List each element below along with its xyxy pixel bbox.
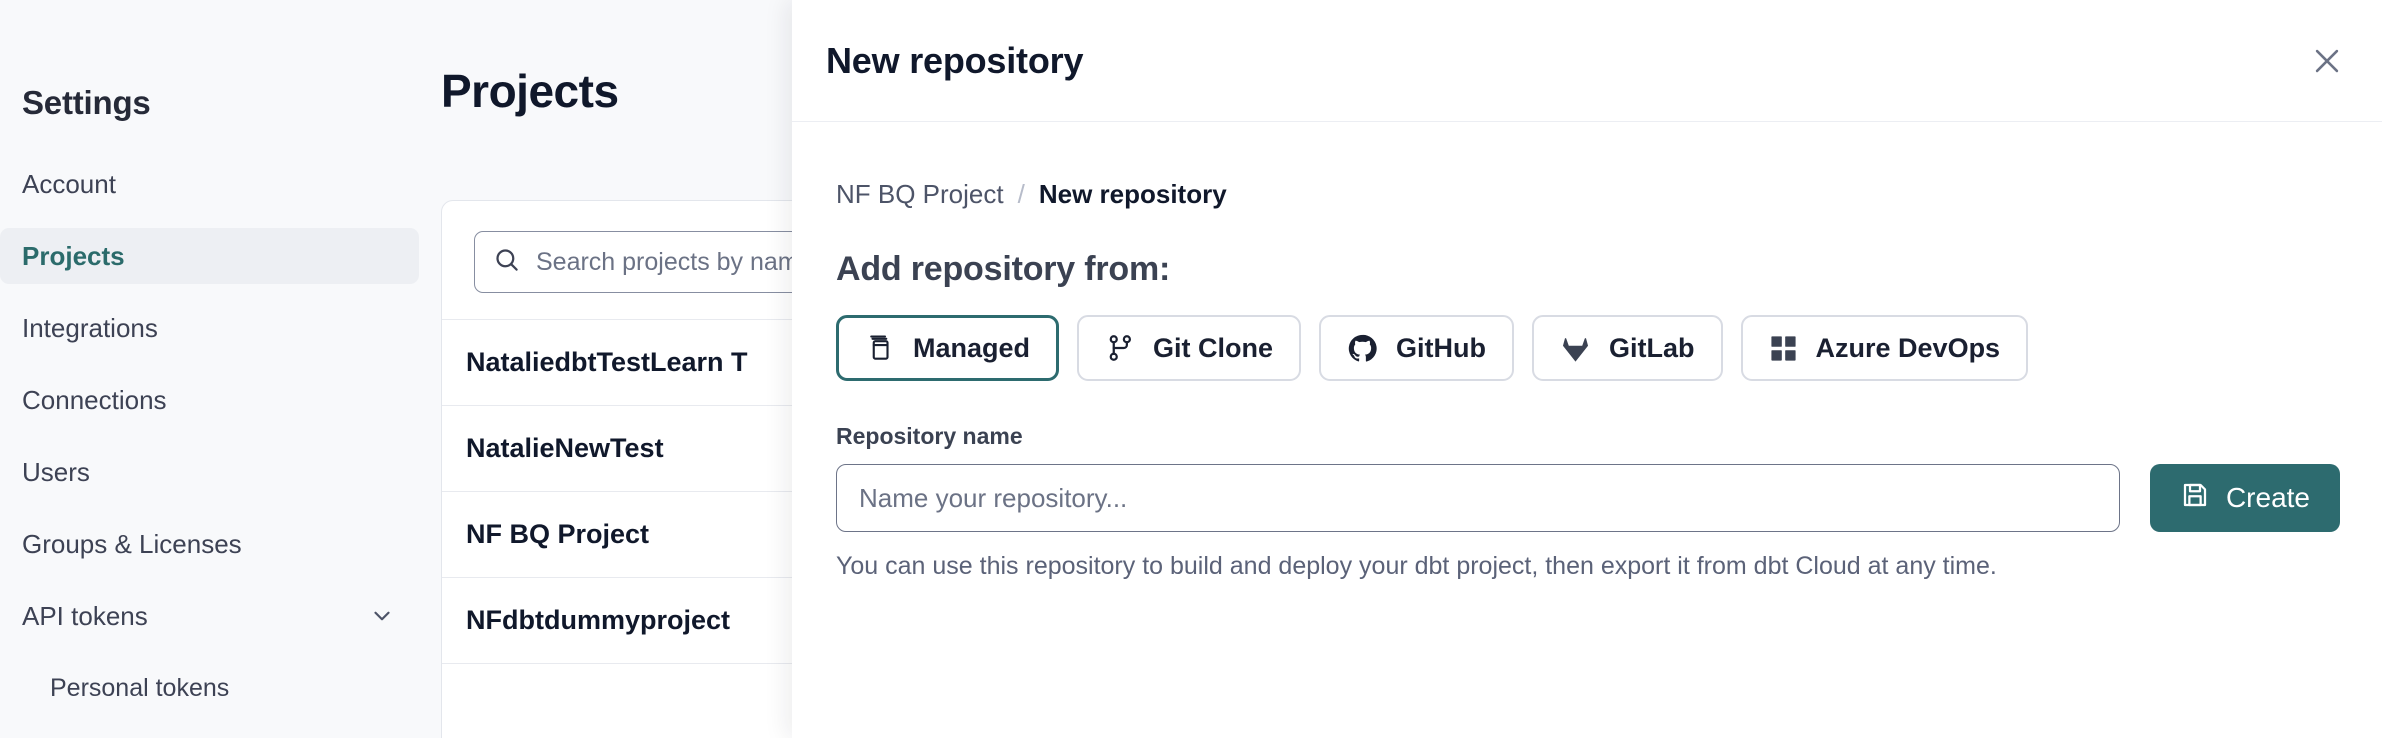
source-button-label: Managed: [913, 332, 1031, 363]
modal-title: New repository: [826, 39, 1084, 81]
repository-name-row: Create: [836, 464, 2340, 532]
sidebar-item-users[interactable]: Users: [0, 444, 419, 500]
source-button-label: Azure DevOps: [1815, 332, 2001, 363]
repository-source-options: Managed Git Clone: [836, 315, 2340, 381]
sidebar-item-connections[interactable]: Connections: [0, 372, 419, 428]
sidebar-item-integrations[interactable]: Integrations: [0, 300, 419, 356]
sidebar-item-groups-licenses[interactable]: Groups & Licenses: [0, 516, 419, 572]
source-button-label: Git Clone: [1153, 332, 1274, 363]
gitlab-icon: [1560, 333, 1591, 364]
save-icon: [2180, 480, 2210, 517]
azure-devops-icon: [1769, 334, 1798, 363]
sidebar-item-label: Projects: [22, 240, 125, 271]
modal-body: NF BQ Project / New repository Add repos…: [792, 179, 2382, 581]
chevron-down-icon[interactable]: [369, 603, 395, 629]
repository-name-input[interactable]: [836, 464, 2120, 532]
search-icon: [493, 246, 520, 278]
git-branch-icon: [1105, 333, 1135, 363]
project-name: NF BQ Project: [466, 519, 650, 549]
new-repository-modal: New repository NF BQ Project / New repos…: [792, 0, 2382, 738]
github-icon: [1347, 333, 1378, 364]
project-name: NFdbtdummyproject: [466, 605, 731, 635]
create-button[interactable]: Create: [2149, 464, 2340, 532]
close-icon[interactable]: [2304, 38, 2350, 84]
sidebar-item-label: Users: [22, 456, 90, 487]
repository-name-label: Repository name: [836, 423, 1023, 449]
sidebar-item-account[interactable]: Account: [0, 156, 419, 212]
sidebar-item-label: Account: [22, 168, 116, 199]
sidebar-item-label: Personal tokens: [50, 673, 230, 702]
repository-help-text: You can use this repository to build and…: [836, 552, 1997, 580]
sidebar-item-label: Integrations: [22, 312, 158, 343]
add-repository-heading: Add repository from:: [836, 250, 1171, 288]
sidebar-nav: Account Projects Integrations Connection…: [0, 156, 441, 716]
breadcrumb-current: New repository: [1038, 179, 1227, 209]
sidebar-title: Settings: [22, 84, 151, 121]
modal-header: New repository: [792, 0, 2382, 122]
sidebar-item-label: Groups & Licenses: [22, 528, 242, 559]
source-button-azure-devops[interactable]: Azure DevOps: [1740, 315, 2029, 381]
sidebar-item-label: Connections: [22, 384, 167, 415]
source-button-label: GitLab: [1609, 332, 1695, 363]
sidebar-item-personal-tokens[interactable]: Personal tokens: [0, 660, 419, 716]
project-name: NataliedbtTestLearn T: [466, 347, 748, 377]
breadcrumb-separator: /: [1017, 179, 1025, 209]
sidebar-item-label: API tokens: [22, 600, 148, 631]
source-button-managed[interactable]: Managed: [836, 315, 1060, 381]
source-button-label: GitHub: [1396, 332, 1487, 363]
breadcrumb-parent[interactable]: NF BQ Project: [836, 179, 1004, 209]
database-icon: [865, 333, 895, 363]
source-button-github[interactable]: GitHub: [1319, 315, 1515, 381]
source-button-git-clone[interactable]: Git Clone: [1077, 315, 1302, 381]
breadcrumb: NF BQ Project / New repository: [836, 179, 2340, 210]
settings-sidebar: Settings Account Projects Integrations C…: [0, 0, 441, 738]
create-button-label: Create: [2225, 482, 2310, 513]
sidebar-item-api-tokens[interactable]: API tokens: [0, 588, 419, 644]
source-button-gitlab[interactable]: GitLab: [1532, 315, 1723, 381]
page-title: Projects: [441, 65, 619, 117]
sidebar-item-projects[interactable]: Projects: [0, 228, 419, 284]
project-name: NatalieNewTest: [466, 433, 664, 463]
